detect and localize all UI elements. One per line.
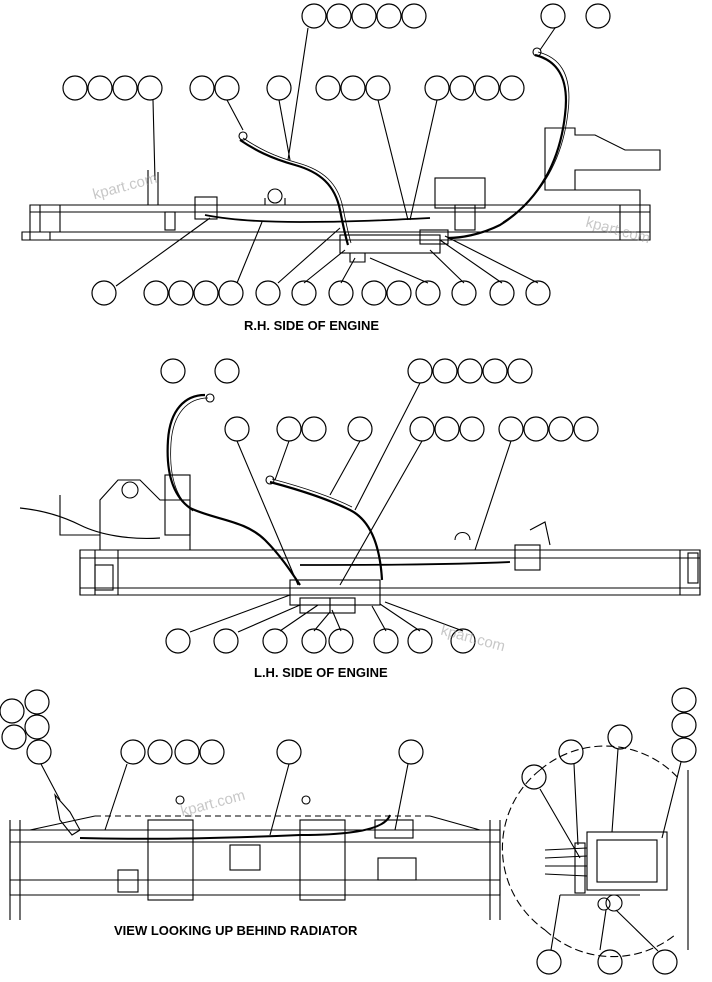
radiator-view [0, 689, 501, 920]
lh-engine-view [19, 358, 701, 654]
rh-engine-view [21, 3, 661, 306]
caption-radiator: VIEW LOOKING UP BEHIND RADIATOR [114, 923, 358, 938]
caption-rh-side: R.H. SIDE OF ENGINE [244, 318, 379, 333]
caption-lh-side: L.H. SIDE OF ENGINE [254, 665, 388, 680]
detail-view [501, 687, 697, 975]
